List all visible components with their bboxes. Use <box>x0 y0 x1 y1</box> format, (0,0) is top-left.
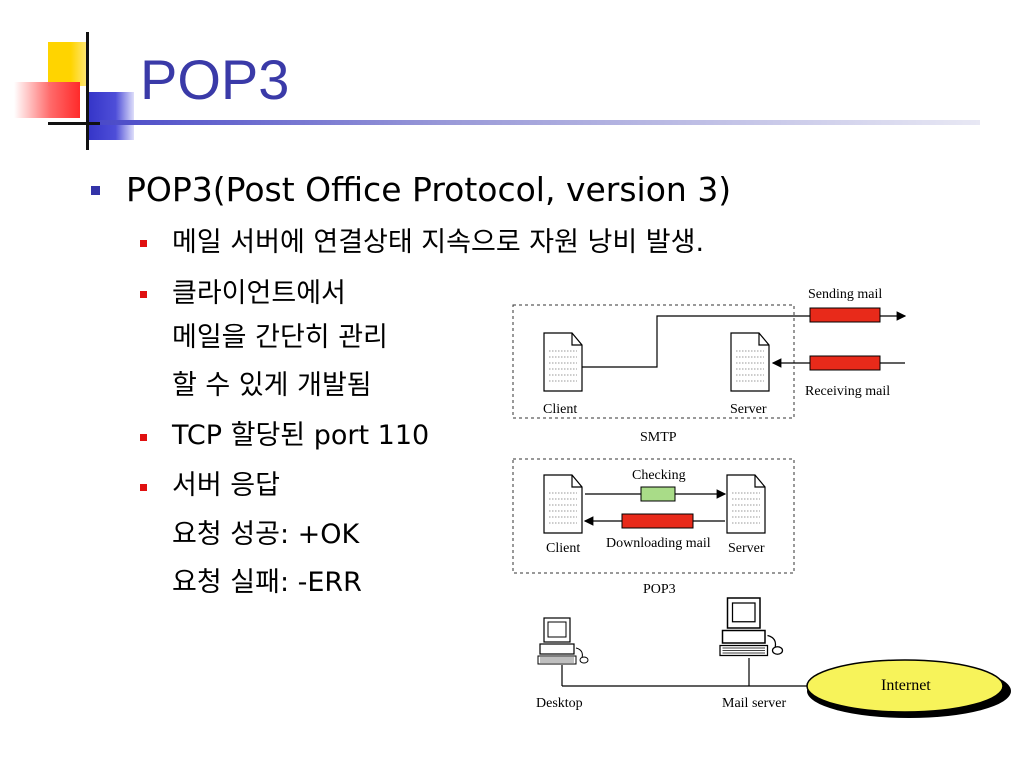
title-underline <box>100 120 980 125</box>
desktop-label: Desktop <box>536 696 583 711</box>
mail-server-label: Mail server <box>722 696 786 711</box>
pop3-server-label: Server <box>728 541 765 556</box>
sending-arrow <box>582 311 907 368</box>
decorative-yellow-square <box>48 42 86 86</box>
pop3-server-document-icon <box>726 474 766 534</box>
receiving-mail-label: Receiving mail <box>805 384 890 399</box>
sub-bullet-continuation: 요청 실패: -ERR <box>172 567 362 598</box>
pop3-group-box <box>512 458 795 574</box>
sub-bullet-continuation: 요청 성공: +OK <box>172 519 360 550</box>
sub-bullet-marker <box>140 291 147 298</box>
smtp-caption: SMTP <box>640 430 677 445</box>
main-bullet-text: POP3(Post Office Protocol, version 3) <box>126 170 732 209</box>
sub-bullet-marker <box>140 484 147 491</box>
smtp-client-label: Client <box>543 402 577 417</box>
decorative-red-bar <box>14 82 80 118</box>
sending-mail-bar <box>809 307 881 323</box>
downloading-label: Downloading mail <box>606 536 711 551</box>
sub-bullet-text: 메일 서버에 연결상태 지속으로 자원 낭비 발생. <box>172 227 705 258</box>
receiving-mail-bar <box>809 355 881 371</box>
sub-bullet-continuation: 할 수 있게 개발됨 <box>172 370 372 401</box>
sending-mail-label: Sending mail <box>808 287 882 302</box>
smtp-client-document-icon <box>543 332 583 392</box>
mail-server-computer-icon <box>719 597 784 657</box>
pop3-client-document-icon <box>543 474 583 534</box>
checking-bar <box>640 486 676 502</box>
smtp-server-document-icon <box>730 332 770 392</box>
internet-label: Internet <box>881 677 931 694</box>
sub-bullet-text: 클라이언트에서 <box>172 278 346 309</box>
smtp-group-box <box>512 304 795 419</box>
smtp-server-label: Server <box>730 402 767 417</box>
sub-bullet-marker <box>140 434 147 441</box>
desktop-computer-icon <box>537 617 589 665</box>
sub-bullet-text: 서버 응답 <box>172 470 280 501</box>
downloading-bar <box>621 513 694 529</box>
pop3-client-label: Client <box>546 541 580 556</box>
sub-bullet-marker <box>140 240 147 247</box>
internet-cloud <box>806 659 1004 713</box>
pop3-caption: POP3 <box>643 582 676 597</box>
slide-title: POP3 <box>140 48 290 111</box>
decorative-vertical-line <box>86 32 89 150</box>
sub-bullet-continuation: 메일을 간단히 관리 <box>172 322 388 353</box>
checking-label: Checking <box>632 468 686 483</box>
bullet-marker <box>91 186 100 195</box>
sub-bullet-text: TCP 할당된 port 110 <box>172 420 430 451</box>
decorative-blue-square <box>88 92 134 140</box>
